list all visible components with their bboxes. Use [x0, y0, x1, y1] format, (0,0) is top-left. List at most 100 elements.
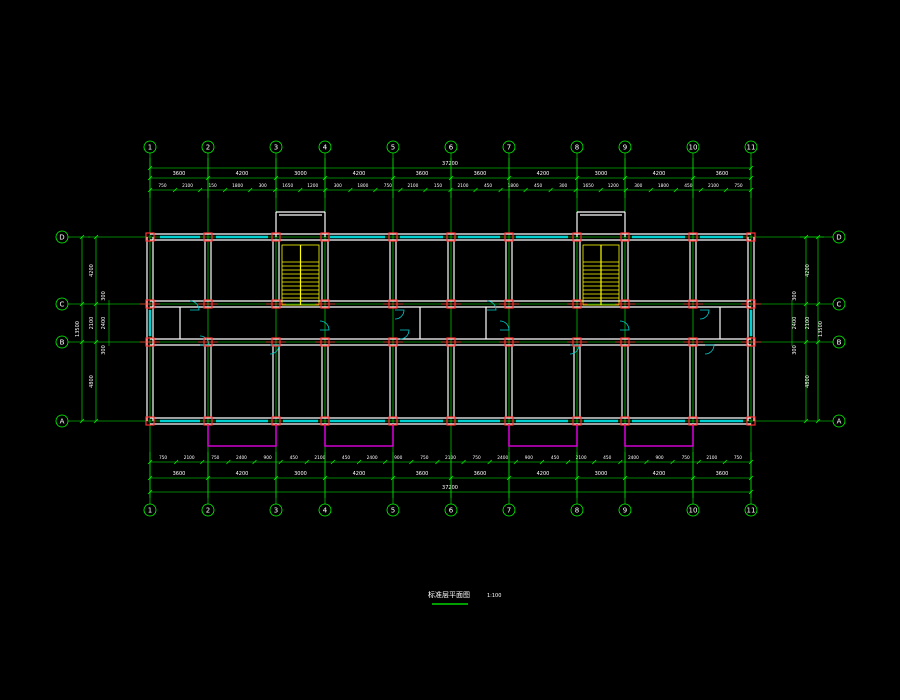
axis-bubble [55, 414, 69, 428]
axis-bubble-label: 9 [623, 507, 627, 515]
dimension-tick [815, 418, 821, 424]
axis-bubble-label: C [60, 301, 65, 309]
dimension-text: 2100 [89, 317, 95, 330]
axis-bubble [570, 503, 584, 517]
dimension-text: 4200 [537, 171, 550, 177]
dimension-tick [803, 301, 809, 307]
dimension-tick [173, 459, 179, 465]
dimension-text: 750 [682, 455, 690, 461]
dimension-text: 2100 [182, 183, 193, 189]
axis-bubble-label: 3 [274, 144, 278, 152]
axis-bubble-label: A [837, 418, 842, 426]
dimension-tick [304, 459, 310, 465]
dimension-text: 13500 [818, 321, 824, 337]
dimension-text: 450 [534, 183, 542, 189]
axis-bubble-label: B [60, 339, 65, 347]
column [203, 416, 213, 426]
axis-bubble [618, 140, 632, 154]
dimension-text: 300 [792, 345, 798, 355]
dimension-text: 3000 [595, 471, 608, 477]
balcony [624, 424, 694, 447]
dimension-tick [356, 459, 362, 465]
dimension-tick [382, 459, 388, 465]
dimension-text: 4200 [653, 471, 666, 477]
dimension-tick [247, 187, 253, 193]
dimension-tick [79, 301, 85, 307]
dimension-text: 1800 [508, 183, 519, 189]
axis-bubble [444, 140, 458, 154]
dimension-text: 2400 [628, 455, 639, 461]
dimension-text: 900 [263, 455, 271, 461]
dimension-text: 3000 [294, 471, 307, 477]
axis-bubble [832, 335, 846, 349]
door-swing [189, 300, 200, 311]
dimension-text: 2100 [184, 455, 195, 461]
dimension-text: 2100 [314, 455, 325, 461]
axis-bubble-label: 2 [206, 507, 210, 515]
axis-bubble-label: 4 [323, 507, 328, 515]
columns [140, 232, 761, 426]
axis-bubble [502, 503, 516, 517]
axis-bubble-label: 1 [148, 144, 152, 152]
dimension-tick [673, 187, 679, 193]
dimension-text: 2100 [445, 455, 456, 461]
dimension-text: 450 [342, 455, 350, 461]
dimension-text: 300 [259, 183, 267, 189]
column [271, 416, 281, 426]
column [620, 416, 630, 426]
door-swing [569, 344, 580, 355]
drawing-scale: 1:100 [487, 593, 501, 599]
dimension-text: 300 [101, 345, 107, 355]
door-swing [704, 344, 715, 355]
axis-bubble-label: 8 [575, 507, 579, 515]
column [746, 416, 756, 426]
dimension-text: 750 [384, 183, 392, 189]
dimension-text: 3600 [173, 471, 186, 477]
dimension-text: 3600 [416, 471, 429, 477]
dimension-text: 4200 [236, 471, 249, 477]
dimension-tick [79, 234, 85, 240]
dimension-tick [591, 459, 597, 465]
dimension-tick [298, 187, 303, 193]
dimension-text: 450 [603, 455, 611, 461]
dimension-text: 3600 [474, 471, 487, 477]
axis-bubble [618, 503, 632, 517]
dimension-tick [498, 187, 503, 193]
dimension-text: 900 [525, 455, 533, 461]
door-swing [319, 320, 330, 331]
dimension-text: 450 [684, 183, 692, 189]
dimension-text: 4200 [805, 264, 811, 277]
dimension-text: 3600 [474, 171, 487, 177]
axis-bubble-label: 7 [507, 144, 511, 152]
axis-bubble-label: 5 [391, 144, 395, 152]
door-swing [619, 320, 630, 331]
axis-bubble [744, 140, 758, 154]
door-swing [399, 329, 410, 340]
axis-bubble-label: D [836, 234, 841, 242]
dimension-text: 1800 [357, 183, 368, 189]
door-swing [499, 320, 510, 331]
axis-bubble [143, 503, 157, 517]
axis-bubble-label: 2 [206, 144, 210, 152]
axis-bubble-label: 5 [391, 507, 395, 515]
dimension-tick [435, 459, 440, 465]
dimension-tick [698, 187, 704, 193]
column [271, 232, 281, 242]
dimension-tick [487, 459, 492, 465]
axis-bubble-label: 9 [623, 144, 627, 152]
dimension-text: 750 [734, 183, 742, 189]
dimension-text: 750 [420, 455, 428, 461]
axis-bubble-label: 8 [575, 144, 579, 152]
axis-bubble [832, 230, 846, 244]
dimension-tick [423, 187, 428, 193]
column [446, 416, 456, 426]
dimension-text: 13500 [75, 321, 81, 337]
dimension-text: 1200 [608, 183, 619, 189]
dimension-tick [272, 187, 278, 193]
column [388, 416, 398, 426]
dimension-tick [93, 301, 99, 307]
drawing-title: 标准层平面图 [428, 590, 470, 599]
dimension-text: 1200 [307, 183, 318, 189]
dimension-tick [226, 459, 231, 465]
axis-bubble-label: 1 [148, 507, 152, 515]
